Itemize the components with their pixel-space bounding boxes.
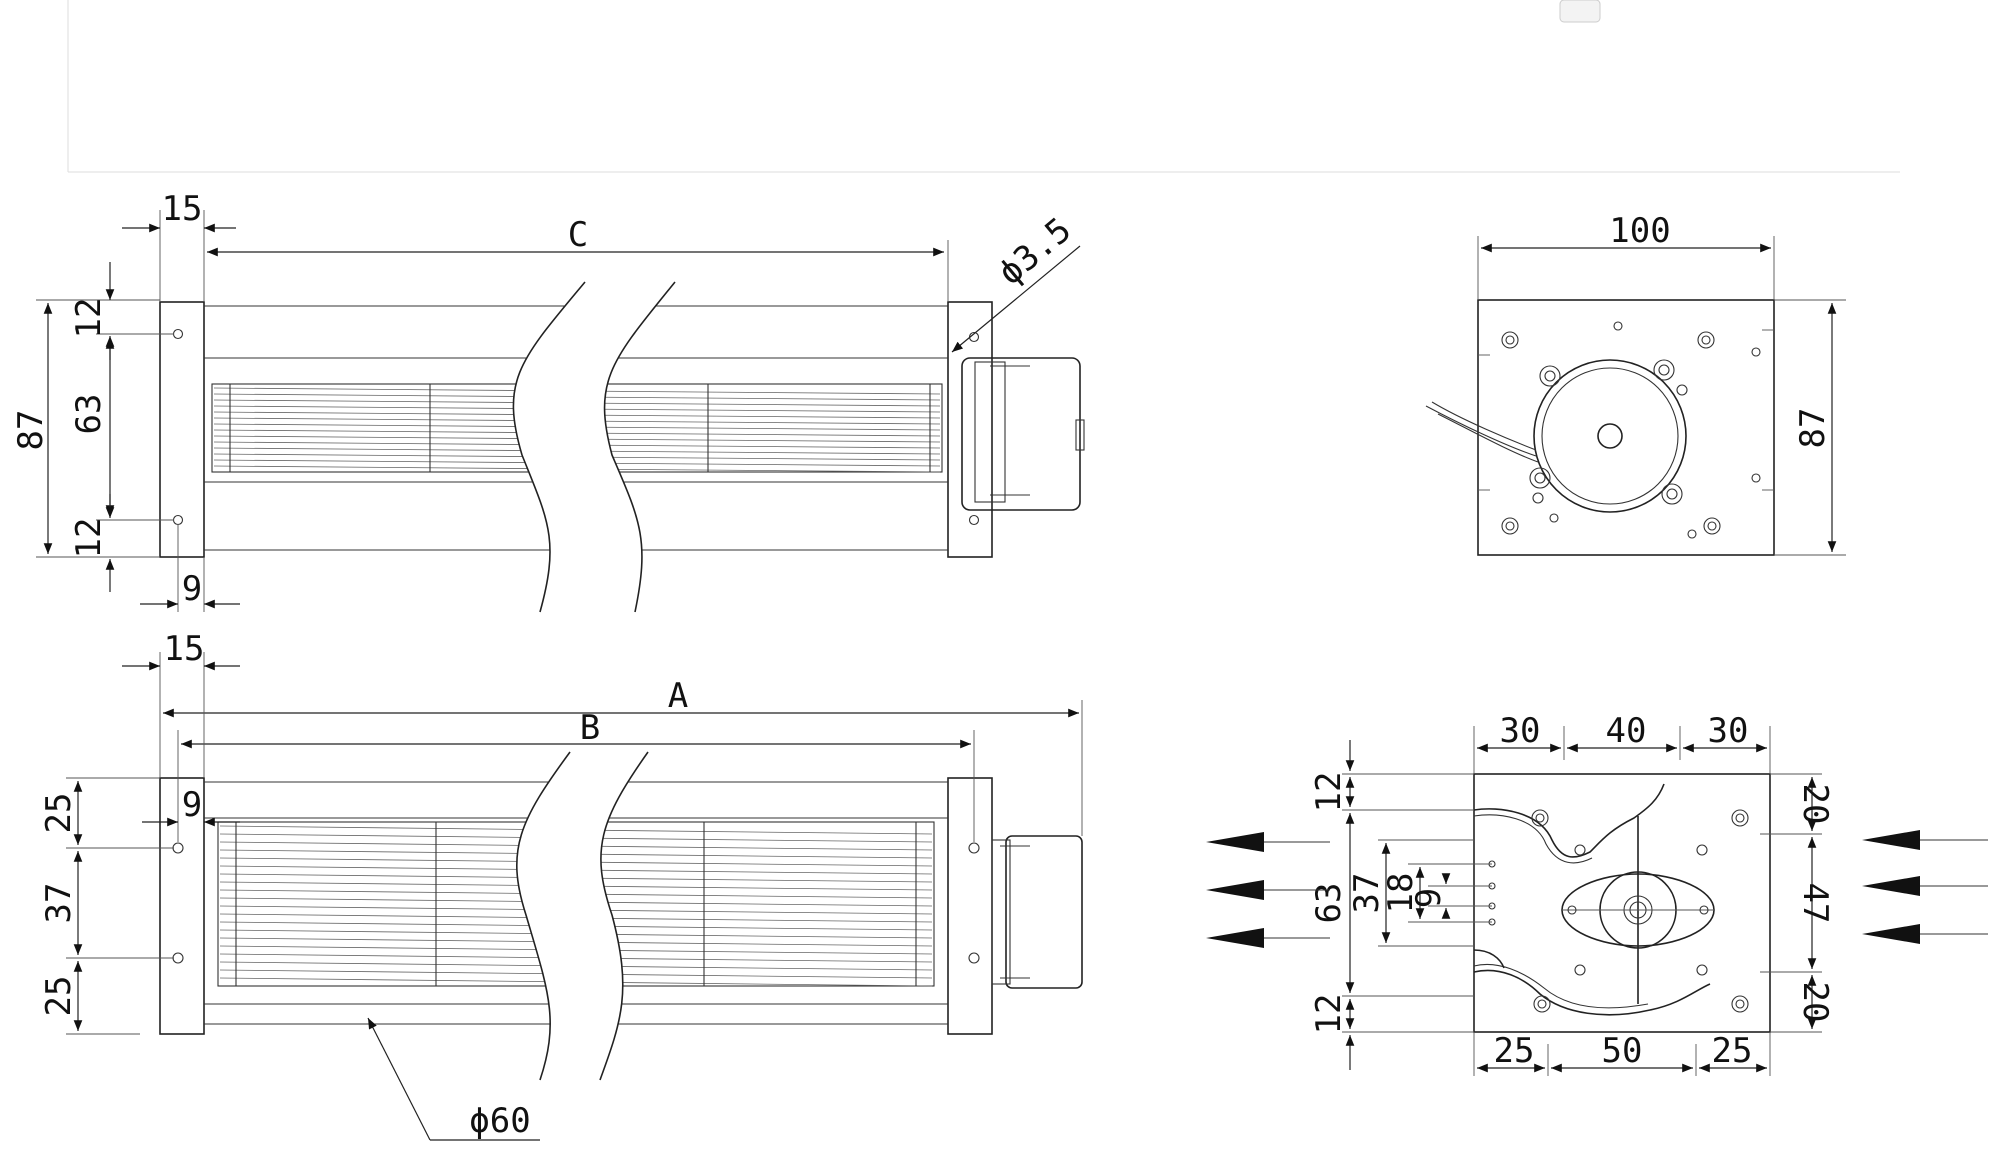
dim-side-bottom-25-right: 25	[1712, 1031, 1753, 1071]
dim-end-width-100: 100	[1609, 211, 1670, 251]
dim-side-left-18: 18	[1381, 873, 1421, 914]
dim-hole-diameter: ϕ3.5	[991, 210, 1079, 293]
dim-rotor-diameter: ϕ60	[469, 1101, 530, 1141]
dim-top-12-lower: 12	[69, 518, 109, 559]
dim-top-height-87: 87	[11, 410, 51, 451]
front-view: A B 15 9 25 37 25 ϕ60	[39, 629, 1083, 1141]
dim-side-left-12-bottom: 12	[1309, 994, 1349, 1035]
dim-side-top-40: 40	[1606, 711, 1647, 751]
dim-front-hole-offset: 9	[182, 785, 202, 825]
dim-side-right-20-bottom: 20	[1795, 982, 1835, 1023]
airflow-out-arrows	[1206, 832, 1330, 948]
dim-top-63: 63	[69, 394, 109, 435]
dim-a-label: A	[668, 676, 688, 716]
dim-side-bottom-50: 50	[1602, 1031, 1643, 1071]
dim-side-left-9: 9	[1409, 888, 1449, 908]
dim-front-37: 37	[39, 883, 79, 924]
dim-b-label: B	[580, 708, 600, 748]
side-end-view: 30 40 30 25 50 25 12 63 12 37 18	[1206, 711, 1988, 1076]
dim-side-top-30-right: 30	[1708, 711, 1749, 751]
dim-side-right-20-top: 20	[1795, 784, 1835, 825]
top-view: C 15 87 12 63 12 9 ϕ3.5	[11, 189, 1085, 613]
dim-end-height-87: 87	[1793, 408, 1833, 449]
motor-end-view: 100 87	[1425, 211, 1846, 556]
dim-top-hole-offset: 9	[182, 569, 202, 609]
dim-side-top-30-left: 30	[1500, 711, 1541, 751]
header-frame	[67, 0, 1900, 173]
dim-side-bottom-25-left: 25	[1494, 1031, 1535, 1071]
dim-front-end-width: 15	[164, 629, 205, 669]
dim-c-label: C	[568, 215, 588, 255]
dim-top-end-width: 15	[162, 189, 203, 229]
dim-side-left-63: 63	[1309, 883, 1349, 924]
dim-side-left-12-top: 12	[1309, 772, 1349, 813]
dim-side-left-37: 37	[1347, 873, 1387, 914]
dim-front-25-top: 25	[39, 793, 79, 834]
dim-top-12-upper: 12	[69, 298, 109, 339]
airflow-in-arrows	[1862, 830, 1988, 944]
dim-front-25-bottom: 25	[39, 976, 79, 1017]
dim-side-right-47: 47	[1795, 883, 1835, 924]
